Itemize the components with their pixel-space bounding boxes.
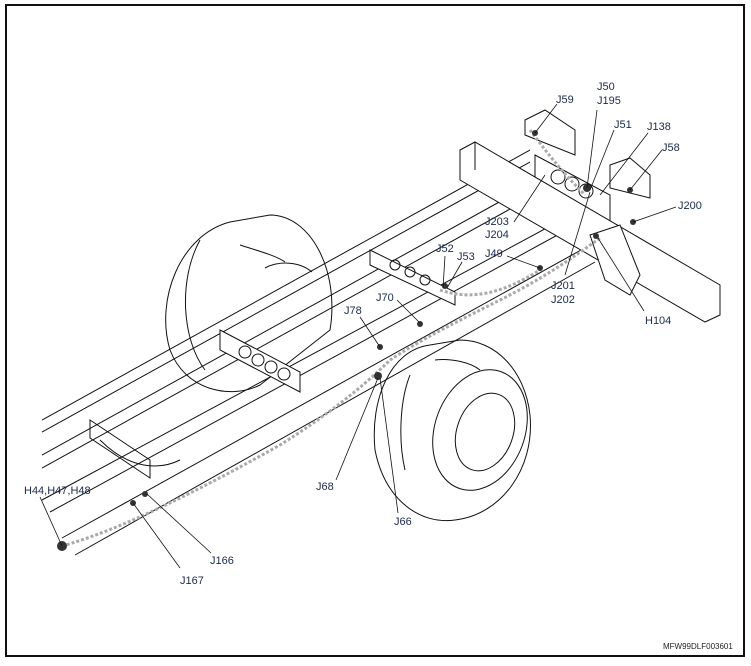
label-j195: J195 xyxy=(597,95,621,107)
label-j68: J68 xyxy=(316,481,334,493)
label-j66: J66 xyxy=(394,516,412,528)
rear-end-assembly xyxy=(459,109,721,323)
figure-code: MFW99DLF003601 xyxy=(663,642,733,651)
wiring-harness xyxy=(57,129,636,551)
label-j202: J202 xyxy=(551,294,575,306)
label-j58: J58 xyxy=(662,142,680,154)
figure-frame xyxy=(5,4,745,657)
rear-wheel-right xyxy=(373,339,531,522)
label-j70: J70 xyxy=(376,292,394,304)
leader-lines xyxy=(39,103,677,569)
label-j201: J201 xyxy=(551,280,575,292)
rear-wheel-left xyxy=(165,214,333,392)
label-h104: H104 xyxy=(645,315,672,327)
label-j204: J204 xyxy=(485,229,509,241)
label-j59: J59 xyxy=(556,94,574,106)
label-j50: J50 xyxy=(597,81,615,93)
label-j49: J49 xyxy=(485,248,503,260)
label-j167: J167 xyxy=(180,575,204,587)
label-j78: J78 xyxy=(344,305,362,317)
label-j51: J51 xyxy=(614,119,632,131)
label-j203: J203 xyxy=(485,216,509,228)
label-j138: J138 xyxy=(647,121,671,133)
label-j200: J200 xyxy=(678,200,702,212)
label-j166: J166 xyxy=(210,555,234,567)
label-j52: J52 xyxy=(436,243,454,255)
label-j53: J53 xyxy=(457,251,475,263)
label-h44-h47-h48: H44,H47,H48 xyxy=(24,485,91,497)
frame-rails xyxy=(41,149,596,556)
